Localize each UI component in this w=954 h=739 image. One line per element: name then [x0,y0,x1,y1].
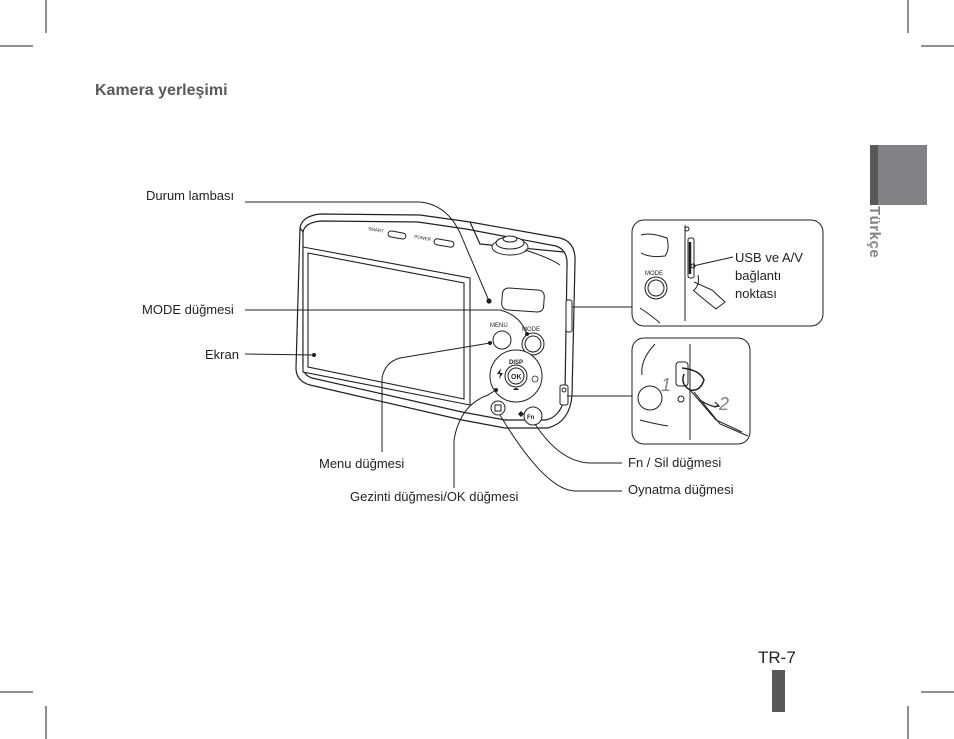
usb-port-label-line-2: bağlantı [735,268,782,283]
strap-step-2: 2 [718,394,729,414]
usb-port-label: USB ve A/V bağlantı noktası [735,249,803,303]
navigation-dial [489,349,543,403]
callout-screen: Ekran [205,347,239,362]
strap-step-1: 1 [661,375,671,395]
playback-fn-buttons [490,400,543,426]
language-tab-edge [870,145,878,205]
inset-mode-marking: MODE [645,271,663,277]
language-tab-label: Türkçe [866,206,883,259]
menu-mode-buttons [492,330,545,356]
smart-marking: SMART [368,226,385,234]
leader-lines [244,201,734,492]
power-marking: POWER [414,234,432,242]
usb-port-inset [631,219,824,327]
top-buttons [387,230,561,266]
page-number-bar [772,670,785,712]
callout-status-lamp: Durum lambası [146,188,235,203]
dial-icons [497,368,539,390]
mode-marking: MODE [522,327,540,333]
ok-marking: OK [511,374,522,381]
callout-fn-delete-button: Fn / Sil düğmesi [628,455,722,470]
section-title: Kamera yerleşimi [95,82,228,99]
strap-inset [631,337,751,445]
disp-marking: DISP [509,360,523,366]
usb-port-label-line-3: noktası [735,286,777,301]
fn-marking: Fn [527,415,535,421]
menu-marking: MENU [490,323,508,329]
screen [302,246,471,406]
page-number: TR-7 [758,648,796,667]
callout-mode-button: MODE düğmesi [142,302,234,317]
leader-dots [312,332,529,392]
language-tab [872,145,927,205]
delete-icon [518,411,524,417]
callout-playback-button: Oynatma düğmesi [628,482,734,497]
camera-side-details [559,299,573,406]
flash-window [501,287,545,313]
usb-port-label-line-1: USB ve A/V [735,250,803,265]
callout-nav-ok-button: Gezinti düğmesi/OK düğmesi [350,489,519,504]
callout-menu-button: Menu düğmesi [319,456,405,471]
